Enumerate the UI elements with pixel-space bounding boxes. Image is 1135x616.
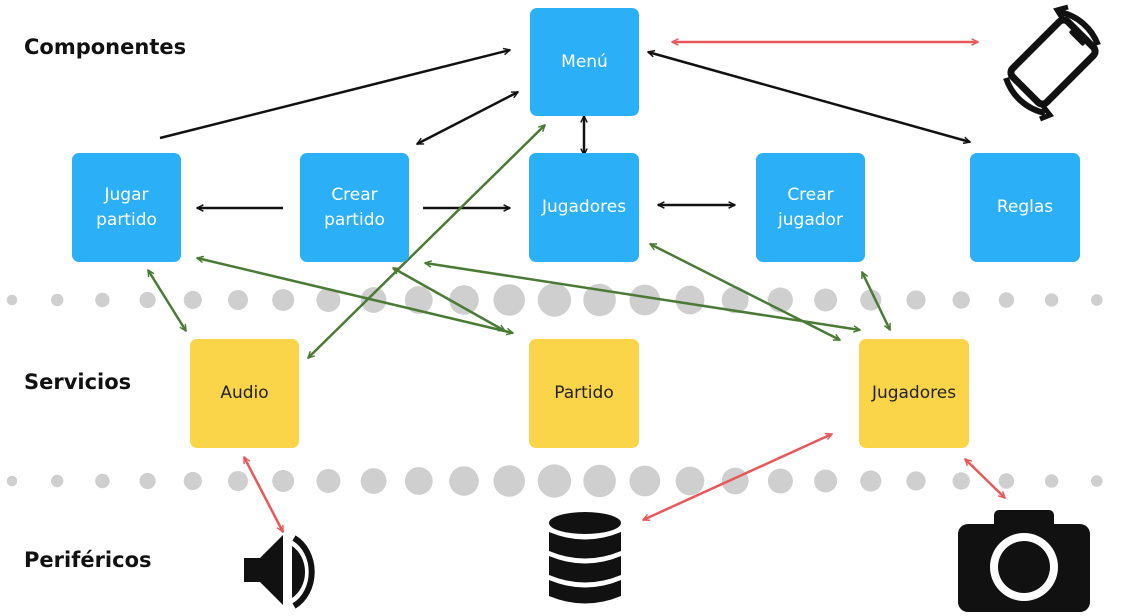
section-label-componentes: Componentes: [24, 35, 187, 59]
arrow-crear-partido-menu: [417, 90, 518, 146]
separator-dot: [952, 472, 970, 490]
separator-dot: [51, 293, 64, 307]
service-arrows: [146, 125, 892, 358]
separator-dot: [449, 466, 479, 496]
separator-dot: [449, 285, 479, 315]
separator-dot: [493, 284, 525, 316]
separator-dot: [139, 472, 156, 490]
service-jugadores: Jugadores: [859, 339, 969, 448]
arrow-menu-reglas: [648, 52, 970, 142]
separator-dot: [228, 290, 248, 310]
separator-dot: [6, 294, 18, 306]
separator-dot: [6, 475, 18, 487]
separator-dot: [51, 474, 64, 488]
speaker-icon: [244, 535, 315, 609]
separator-dot: [906, 290, 926, 310]
separator-dot: [1044, 293, 1059, 307]
separator-dot: [1091, 294, 1103, 306]
arrow-crear-jugador-jugadores-svc: [860, 272, 892, 330]
separator-dot: [675, 466, 705, 496]
camera-icon: [958, 510, 1090, 612]
separator-dot: [183, 471, 202, 491]
separator-dot: [183, 290, 202, 310]
separator-dot: [583, 464, 616, 498]
separator-dot: [1091, 475, 1103, 487]
component-jugar-partido: Jugar partido: [72, 153, 181, 262]
separator-dot: [272, 470, 295, 492]
separator-dot: [95, 473, 110, 489]
separator-dot: [537, 464, 572, 498]
service-audio: Audio: [190, 339, 299, 448]
separator-dot: [360, 468, 387, 494]
separator-dot: [814, 288, 838, 312]
separator-dot: [675, 285, 705, 315]
separator-dot: [814, 469, 838, 493]
separator-dot: [998, 473, 1015, 489]
section-label-servicios: Servicios: [24, 370, 132, 394]
component-crear-partido: Crear partido: [300, 153, 409, 262]
separator-dot: [493, 465, 525, 497]
separator-dot: [629, 284, 661, 316]
arrow-audio-menu: [308, 125, 545, 358]
separator-dot: [228, 471, 248, 491]
separator-dot: [139, 291, 156, 309]
peripheral-arrows: [242, 42, 1005, 532]
separator-dot: [1044, 474, 1059, 488]
separator-dots-bottom: [6, 464, 1103, 498]
component-crear-jugador: Crear jugador: [756, 153, 865, 262]
component-menu: Menú: [530, 8, 639, 116]
screen-rotation-icon: [1003, 4, 1101, 122]
section-label-perifericos: Periféricos: [24, 548, 152, 572]
separator-dot: [272, 289, 295, 311]
arrow-jugadores-jugadores-svc: [650, 242, 840, 342]
separator-dot: [952, 291, 970, 309]
separator-dot: [998, 292, 1015, 308]
separator-dot: [95, 292, 110, 308]
separator-dot: [860, 470, 882, 492]
component-reglas: Reglas: [970, 153, 1080, 262]
arrow-jugadores-svc-jugar: [425, 263, 860, 330]
arrow-jugar-to-menu: [159, 50, 510, 140]
separator-dots-top: [6, 283, 1103, 317]
arrow-jugar-audio: [146, 270, 188, 331]
component-jugadores: Jugadores: [529, 153, 639, 262]
separator-dot: [629, 465, 661, 497]
arrow-audio-speaker: [242, 457, 285, 532]
separator-dot: [767, 468, 793, 494]
database-icon: [549, 512, 621, 604]
arrow-jugadores-camera: [965, 459, 1005, 498]
separator-dot: [906, 471, 926, 491]
separator-dot: [537, 283, 572, 317]
separator-dot: [404, 467, 433, 495]
arrow-database-jugadores: [643, 432, 832, 522]
service-partido: Partido: [529, 339, 639, 448]
separator-dot: [316, 469, 341, 493]
